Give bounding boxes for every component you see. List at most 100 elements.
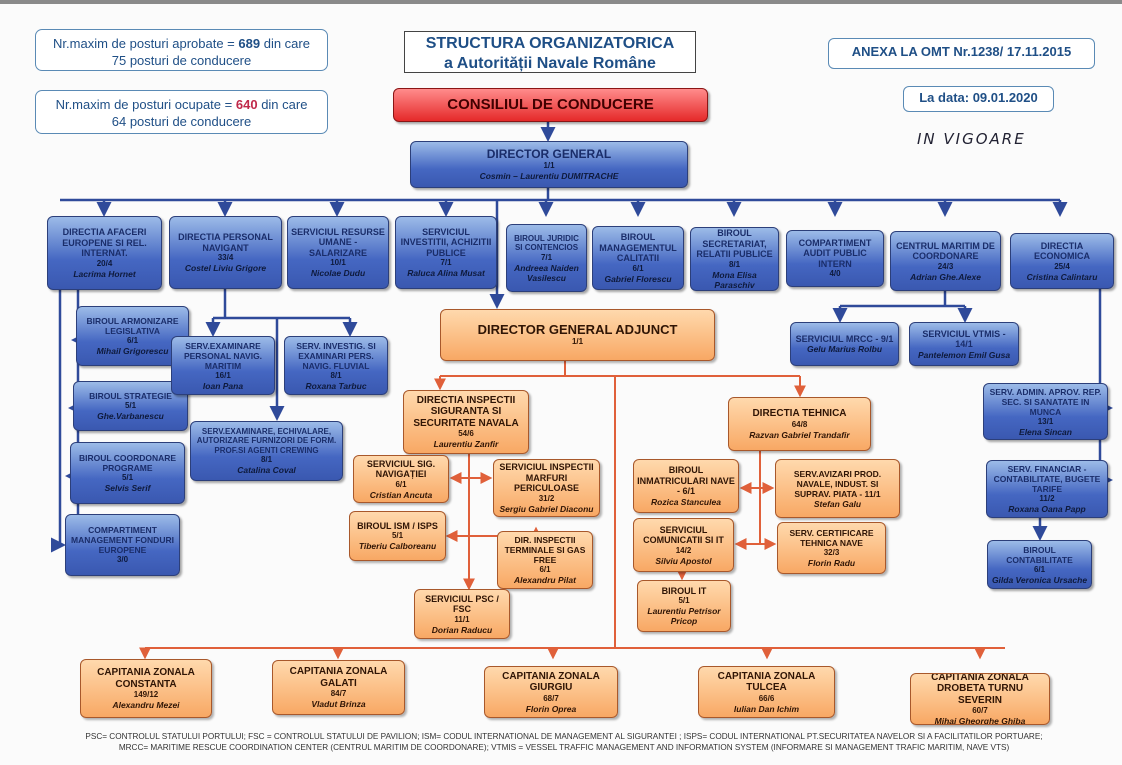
unit-posts: 6/1 [1033, 564, 1046, 574]
handwritten-note: IN VIGOARE [917, 130, 1026, 148]
unit-head: Tiberiu Calboreanu [358, 541, 437, 552]
unit-head: Catalina Coval [237, 465, 296, 476]
footer-line-2: MRCC= MARITIME RESCUE COORDINATION CENTE… [118, 743, 1010, 752]
unit-name: CAPITANIA ZONALA CONSTANTA [97, 667, 195, 690]
unit-name: BIROUL ISM / ISPS [357, 520, 438, 531]
unit-head: Pantelemon Emil Gusa [917, 349, 1011, 360]
unit-posts: 6/1 [632, 263, 644, 273]
unit-head: Alexandru Pilat [514, 575, 576, 585]
unit-name: SERV.EXAMINARE, ECHIVALARE, AUTORIZARE F… [196, 426, 337, 455]
unit-dir-afaceri: DIRECTIA AFACERI EUROPENE SI REL. INTERN… [47, 216, 162, 290]
unit-posts: 7/1 [440, 258, 452, 268]
footer-line-1: PSC= CONTROLUL STATULUI PORTULUI; FSC = … [85, 732, 1043, 741]
unit-name: BIROUL STRATEGIE [89, 391, 172, 401]
occupied-value: 640 [235, 97, 258, 112]
unit-name: BIROUL INMATRICULARI NAVE - 6/1 [637, 465, 735, 497]
unit-serv-admin: SERV. ADMIN. APROV. REP. SEC. SI SANATAT… [983, 383, 1108, 440]
unit-posts: 16/1 [215, 370, 231, 380]
unit-posts: 7/1 [540, 252, 553, 262]
chart-subtitle: a Autorității Navale Române [444, 55, 656, 72]
annex-text: ANEXA LA OMT Nr.1238/ 17.11.2015 [851, 44, 1072, 59]
unit-posts: 5/1 [121, 473, 134, 482]
legend-footer: PSC= CONTROLUL STATULUI PORTULUI; FSC = … [10, 731, 1118, 753]
unit-head: Laurentiu Petrisor Pricop [647, 606, 721, 627]
unit-posts: 149/12 [133, 690, 159, 699]
unit-name: DIRECTIA PERSONAL NAVIGANT [178, 232, 273, 253]
unit-comp-fonduri: COMPARTIMENT MANAGEMENT FONDURI EUROPENE… [65, 514, 180, 576]
unit-name: BIROUL COORDONARE PROGRAME [78, 453, 177, 473]
unit-name: SERVICIUL RESURSE UMANE - SALARIZARE [291, 226, 385, 258]
annex-box: ANEXA LA OMT Nr.1238/ 17.11.2015 [828, 38, 1095, 69]
unit-head: Gilda Veronica Ursache [991, 574, 1088, 585]
approved-prefix: Nr.maxim de posturi aprobate = [53, 36, 235, 51]
unit-serv-crewing: SERV.EXAMINARE, ECHIVALARE, AUTORIZARE F… [190, 421, 343, 481]
unit-posts: 11/1 [454, 614, 470, 624]
unit-name: DIRECTOR GENERAL ADJUNCT [477, 321, 678, 337]
unit-posts: 5/1 [391, 531, 404, 541]
unit-head: Cristina Calintaru [1026, 271, 1098, 282]
unit-name: DIRECTIA TEHNICA [752, 408, 847, 420]
unit-name: SERVICIUL INVESTITII, ACHIZITII PUBLICE [400, 226, 492, 258]
unit-name: SERV. INVESTIG. SI EXAMINARI PERS. NAVIG… [296, 340, 376, 371]
unit-head: Mihai Gheorghe Ghiba [934, 716, 1026, 725]
unit-name: SERVICIUL COMUNICATII si IT [643, 524, 724, 546]
unit-head: Ioan Pana [202, 380, 244, 391]
unit-name: BIROUL ARMONIZARE LEGISLATIVA [86, 316, 179, 336]
unit-name: SERV. CERTIFICARE TEHNICA NAVE [789, 528, 874, 548]
unit-head: Elena Sincan [1019, 426, 1072, 437]
unit-posts: 60/7 [972, 706, 988, 716]
unit-head: Alexandru Mezei [112, 700, 180, 710]
unit-name: BIROUL SECRETARIAT, RELATII PUBLICE [696, 228, 773, 260]
unit-name: SERVICIUL INSPECTII MARFURI PERICULOASE [499, 462, 594, 494]
date-box: La data: 09.01.2020 [903, 86, 1054, 112]
unit-posts: 5/1 [678, 596, 690, 606]
unit-head: Dorian Raducu [431, 624, 493, 635]
unit-posts: 8/1 [728, 259, 741, 269]
unit-name: SERVICIUL MRCC - 9/1 [795, 333, 894, 344]
unit-head: Mihail Grigorescu [96, 346, 169, 356]
date-text: La data: 09.01.2020 [919, 90, 1038, 105]
unit-name: SERV. ADMIN. APROV. REP. SEC. SI SANATAT… [989, 386, 1102, 417]
unit-posts: 14/2 [675, 545, 692, 555]
occupied-suffix: din care [261, 97, 308, 112]
unit-posts: 84/7 [330, 689, 347, 698]
approved-suffix: din care [263, 36, 310, 51]
unit-posts: 5/1 [124, 401, 137, 410]
unit-posts: 68/7 [543, 693, 559, 703]
unit-head: Costel Liviu Grigore [184, 263, 267, 273]
unit-name: SERV.EXAMINARE PERSONAL NAVIG. MARITIM [183, 340, 263, 371]
unit-name: DIR. INSPECTII TERMINALE SI GAS FREE [504, 535, 586, 565]
unit-head: Gabriel Florescu [604, 273, 672, 284]
unit-posts: 8/1 [260, 455, 273, 465]
unit-name: BIROUL CONTABILITATE [1006, 544, 1073, 565]
unit-posts: 6/1 [539, 565, 551, 574]
unit-head: Sergiu Gabriel Diaconu [499, 503, 594, 514]
unit-posts: 31/2 [538, 493, 555, 503]
unit-head: Andreea Naiden Vasilescu [514, 262, 579, 283]
chart-title-box: STRUCTURA ORGANIZATORICA a Autorității N… [404, 31, 696, 73]
unit-name: SERV.AVIZARI PROD. NAVALE, INDUST. SI SU… [793, 468, 882, 499]
unit-posts: 11/2 [1039, 494, 1055, 503]
unit-head: Cosmin – Laurentiu DUMITRACHE [479, 171, 619, 182]
unit-posts: 10/1 [330, 258, 346, 268]
unit-head: Roxana Oana Papp [1008, 504, 1086, 514]
unit-head: Nicolae Dudu [310, 268, 366, 279]
unit-posts: 1/1 [571, 337, 584, 347]
unit-posts: 33/4 [217, 253, 234, 262]
